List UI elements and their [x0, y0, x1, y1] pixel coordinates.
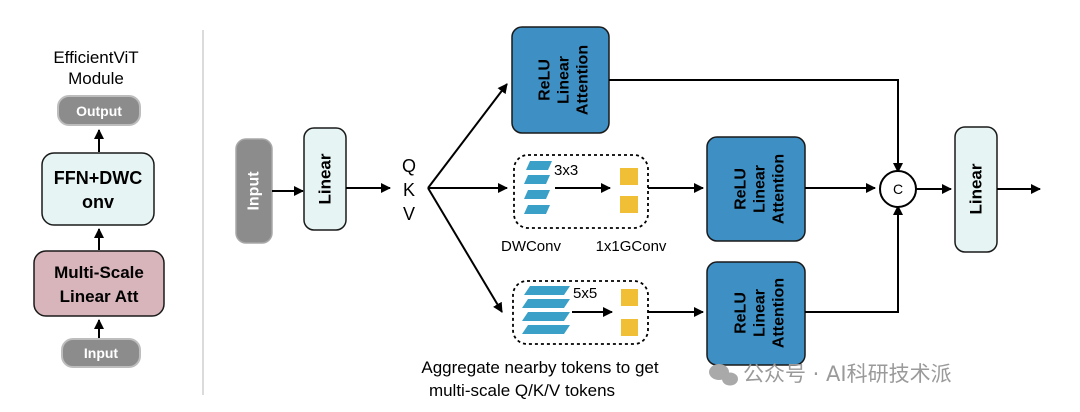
gconv-label: 1x1GConv — [596, 238, 667, 255]
linear-out-label: Linear — [967, 163, 986, 214]
attention-top-line3: Attention — [575, 45, 592, 115]
wechat-icon-secondary — [722, 372, 738, 386]
dwconv-label: DWConv — [501, 238, 562, 255]
attention-middle-line1: ReLU — [733, 168, 750, 210]
watermark: 公众号 · AI科研技术派 — [709, 362, 952, 386]
attention-middle-line2: Linear — [752, 165, 769, 213]
kernel-3x3-label: 3x3 — [554, 162, 578, 179]
multiscale-linear-att-box — [33, 250, 165, 317]
module-title-line1: EfficientViT — [53, 48, 138, 67]
token-3x3-c — [524, 190, 550, 199]
gconv-token-5x5-b — [621, 319, 638, 336]
path-bottom-to-concat — [805, 205, 903, 313]
attention-bottom-line1: ReLU — [733, 292, 750, 334]
attention-label-middle: ReLU Linear Attention — [733, 154, 788, 224]
attention-top-line1: ReLU — [537, 59, 554, 101]
attention-bottom-line3: Attention — [771, 278, 788, 348]
token-3x3-a — [526, 161, 552, 170]
attention-label-top: ReLU Linear Attention — [537, 45, 592, 115]
gconv-token-5x5-a — [621, 289, 638, 306]
arrow-branch-top — [427, 83, 508, 189]
attention-box-bottom — [706, 261, 806, 366]
msla-label-line1: Multi-Scale — [54, 263, 144, 282]
attention-middle-line3: Attention — [771, 154, 788, 224]
ffn-label-line2: onv — [82, 192, 114, 212]
attention-label-bottom: ReLU Linear Attention — [733, 278, 788, 348]
left-input-box — [61, 338, 141, 368]
output-label: Output — [76, 103, 122, 119]
path-top-to-concat — [609, 79, 903, 173]
token-5x5-b — [522, 299, 570, 308]
main-pipeline: Input Linear Q K V ReLU Linear Attention… — [235, 26, 1041, 400]
left-input-label: Input — [84, 345, 119, 361]
v-label: V — [403, 204, 415, 224]
main-input-label: Input — [246, 171, 263, 211]
token-5x5-d — [522, 325, 570, 334]
ffn-dwconv-box — [41, 152, 155, 226]
caption-line1: Aggregate nearby tokens to get — [421, 358, 658, 377]
kernel-5x5-label: 5x5 — [573, 285, 597, 302]
msla-label-line2: Linear Att — [60, 287, 139, 306]
gconv-token-3x3-a — [620, 168, 638, 185]
ffn-label-line1: FFN+DWC — [54, 168, 143, 188]
attention-bottom-line2: Linear — [752, 289, 769, 337]
k-label: K — [403, 180, 415, 200]
token-3x3-d — [524, 205, 550, 214]
linear-in-box — [303, 127, 347, 231]
concat-label: C — [893, 181, 903, 197]
token-5x5-a — [524, 286, 570, 295]
token-3x3-b — [524, 175, 550, 184]
attention-top-line2: Linear — [556, 56, 573, 104]
left-module: EfficientViT Module Output FFN+DWC onv M… — [33, 48, 165, 368]
caption-line2: multi-scale Q/K/V tokens — [429, 381, 615, 400]
gconv-token-3x3-b — [620, 196, 638, 213]
arrow-branch-bottom — [427, 187, 503, 313]
watermark-text: 公众号 · AI科研技术派 — [743, 362, 952, 386]
output-box — [57, 95, 141, 126]
token-5x5-c — [522, 312, 570, 321]
q-label: Q — [402, 156, 416, 176]
module-title-line2: Module — [68, 69, 124, 88]
linear-in-label: Linear — [316, 153, 335, 204]
